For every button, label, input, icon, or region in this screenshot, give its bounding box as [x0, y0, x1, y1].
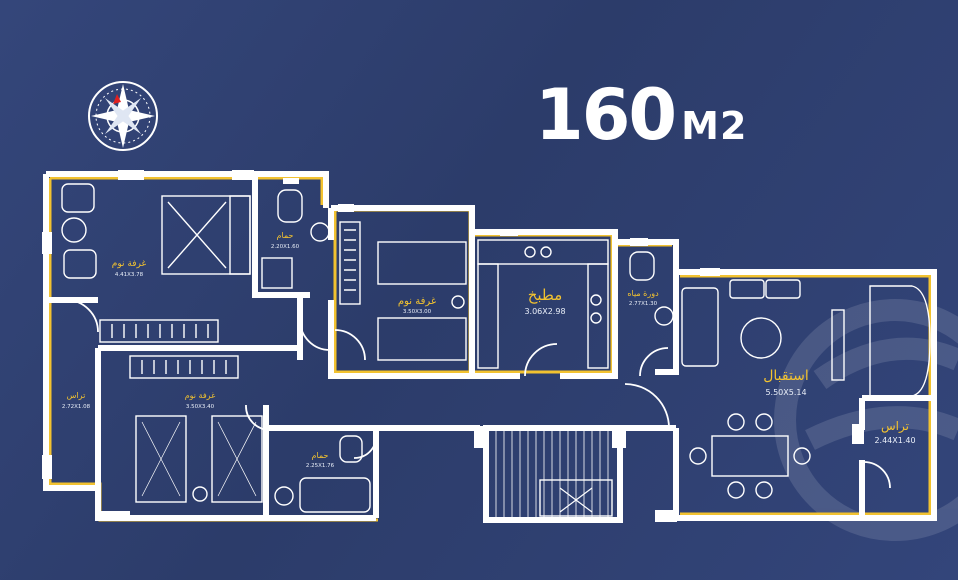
- terrace-right-name: تراس: [881, 419, 909, 434]
- reception-name: استقبال: [763, 368, 809, 384]
- compass-rose-icon: [88, 81, 158, 151]
- bedroom1-name: غرفة نوم: [112, 259, 147, 269]
- bath1-size: 2.20X1.60: [271, 244, 300, 250]
- bedroom2-name: غرفة نوم: [398, 296, 436, 307]
- wc-size: 2.77X1.30: [629, 301, 658, 307]
- reception-size: 5.50X5.14: [765, 388, 806, 397]
- window-markers: [42, 170, 864, 522]
- walls: [43, 171, 937, 523]
- bedroom1-size: 4.41X3.78: [115, 272, 144, 278]
- furniture: [61, 183, 931, 520]
- bath2-name: حمام: [312, 451, 329, 460]
- terrace-right-size: 2.44X1.40: [874, 436, 915, 445]
- area-unit: M2: [681, 104, 748, 148]
- bath2-size: 2.25X1.76: [306, 463, 335, 469]
- bath1-name: حمام: [277, 231, 294, 240]
- bedroom3-size: 3.50X3.40: [186, 404, 215, 410]
- kitchen-name: مطبخ: [528, 286, 563, 304]
- room-labels: غرفة نوم 4.41X3.78 حمام 2.20X1.60 غرفة ن…: [62, 231, 916, 469]
- area-number: 160: [535, 74, 677, 156]
- bedroom2-size: 3.50X3.00: [403, 309, 432, 315]
- wc-name: دورة مياه: [627, 289, 659, 298]
- terrace-left-size: 2.72X1.08: [62, 404, 91, 410]
- terrace-left-name: تراس: [67, 391, 86, 400]
- bedroom3-name: غرفة نوم: [185, 391, 216, 400]
- watermark-logo: [774, 299, 958, 541]
- kitchen-size: 3.06X2.98: [524, 307, 565, 316]
- door-arcs: [65, 299, 891, 489]
